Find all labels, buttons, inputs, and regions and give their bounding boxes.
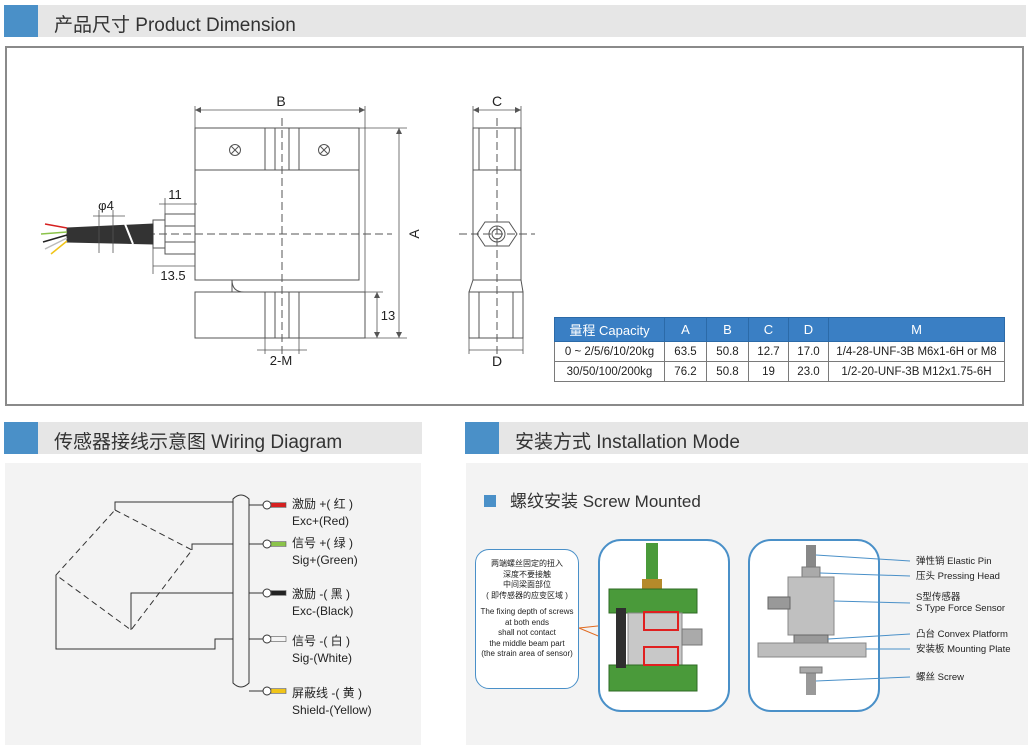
table-cell: 17.0 [788,341,829,362]
note-cn: 两端螺丝固定的扭入 深度不要接触 中间梁面部位 ( 即传感器的应变区域 ) [486,559,568,600]
dim-label-b: B [276,93,285,109]
section-title-wiring: 传感器接线示意图 Wiring Diagram [54,432,343,453]
wire-label-cn: 信号 -( 白 ) [292,634,350,648]
bridge-diagram [55,509,193,631]
wire-terminal-icon [262,686,287,696]
mounting-note: 两端螺丝固定的扭入 深度不要接触 中间梁面部位 ( 即传感器的应变区域 ) Th… [475,549,579,689]
highlight-box [643,611,679,631]
wire-label-cn: 激励 -( 黑 ) [292,587,350,601]
table-cell: 30/50/100/200kg [554,361,665,382]
wire-label-exc-minus: 激励 -( 黑 ) Exc-(Black) [292,586,353,620]
note-en: The fixing depth of screws at both ends … [480,607,574,658]
wire-terminal-icon [262,539,287,549]
assembly-image-frame [748,539,880,712]
spec-header-capacity: 量程 Capacity [554,317,665,342]
screw-mount-image-frame [598,539,730,712]
table-cell: 12.7 [748,341,789,362]
table-cell: 23.0 [788,361,829,382]
screw-mount-illustration [608,543,703,692]
side-view [459,118,535,354]
table-cell: 19 [748,361,789,382]
dimension-panel: B C A D φ4 11 13.5 13 2-M 量程 Capacity A … [5,46,1024,406]
spec-header-m: M [828,317,1005,342]
part-label-s-sensor-cn: S型传感器 [916,592,961,603]
wire-label-en: Exc+(Red) [292,514,350,528]
wire-label-shield: 屏蔽线 -( 黄 ) Shield-(Yellow) [292,685,372,719]
table-cell: 1/4-28-UNF-3B M6x1-6H or M8 [828,341,1005,362]
wire-label-en: Sig+(Green) [292,553,358,567]
wire-label-en: Shield-(Yellow) [292,703,372,717]
header-accent [4,5,38,37]
highlight-box [643,646,679,666]
wire-label-exc-plus: 激励 +( 红 ) Exc+(Red) [292,496,353,530]
dim-label-c: C [492,93,502,109]
table-row: 30/50/100/200kg 76.2 50.8 19 23.0 1/2-20… [554,361,1005,382]
wire-label-en: Sig-(White) [292,651,353,665]
wire-terminal-icon [262,634,287,644]
part-label-s-sensor-en: S Type Force Sensor [916,603,1006,614]
cable [40,223,154,255]
wire-terminal-icon [262,500,287,510]
installation-subtitle: 螺纹安装 Screw Mounted [484,487,701,512]
wire-label-en: Exc-(Black) [292,604,354,618]
spec-header-c: C [748,317,789,342]
part-label-pressing-head: 压头 Pressing Head [916,571,1000,582]
dim-label-13: 13 [381,308,395,323]
spec-header-b: B [706,317,749,342]
wiring-panel: 激励 +( 红 ) Exc+(Red) 信号 +( 绿 ) Sig+(Green… [5,463,421,745]
wire-label-cn: 信号 +( 绿 ) [292,536,354,550]
table-row: 0 ~ 2/5/6/10/20kg 63.5 50.8 12.7 17.0 1/… [554,341,1005,362]
spec-table-header-row: 量程 Capacity A B C D M [554,317,1005,342]
section-header-dimension: 产品尺寸 Product Dimension [4,5,1026,37]
part-label-mounting-plate: 安装板 Mounting Plate [916,644,1011,655]
dim-label-phi4: φ4 [98,198,114,213]
table-cell: 50.8 [706,361,749,382]
table-cell: 1/2-20-UNF-3B M12x1.75-6H [828,361,1005,382]
wire-label-cn: 激励 +( 红 ) [292,497,354,511]
table-cell: 50.8 [706,341,749,362]
wire-label-sig-minus: 信号 -( 白 ) Sig-(White) [292,633,352,667]
table-cell: 63.5 [664,341,707,362]
dim-label-d: D [492,353,502,369]
table-cell: 76.2 [664,361,707,382]
spec-header-d: D [788,317,829,342]
table-cell: 0 ~ 2/5/6/10/20kg [554,341,665,362]
installation-panel: 螺纹安装 Screw Mounted 两端螺丝固定的扭入 深度不要接触 中间梁面… [466,463,1028,745]
section-header-installation: 安装方式 Installation Mode [465,422,1028,454]
header-accent [4,422,38,454]
wire-terminals [262,500,287,696]
dim-label-11: 11 [168,187,182,202]
spec-table: 量程 Capacity A B C D M 0 ~ 2/5/6/10/20kg … [554,317,1005,382]
bullet-square-icon [484,495,496,507]
wire-label-cn: 屏蔽线 -( 黄 ) [292,686,362,700]
header-accent [465,422,499,454]
part-label-convex-platform: 凸台 Convex Platform [916,629,1008,640]
part-label-screw: 螺丝 Screw [916,672,965,683]
dimension-drawing: B C A D φ4 11 13.5 13 2-M [40,93,535,369]
spec-header-a: A [664,317,707,342]
installation-subtitle-text: 螺纹安装 Screw Mounted [510,492,701,511]
section-title-dimension: 产品尺寸 Product Dimension [54,15,296,36]
screw-icon [229,144,241,156]
wire-terminal-icon [262,588,287,598]
front-bottom-block [194,291,366,339]
section-title-installation: 安装方式 Installation Mode [515,432,740,453]
screw-icon [318,144,330,156]
front-view [147,118,392,354]
front-body [194,169,360,281]
dim-label-13-5: 13.5 [160,268,185,283]
dim-label-2m: 2-M [270,353,292,368]
assembly-illustration [757,545,867,695]
section-header-wiring: 传感器接线示意图 Wiring Diagram [4,422,422,454]
part-label-elastic-pin: 弹性销 Elastic Pin [916,556,992,567]
dim-label-a: A [406,229,422,239]
wiring-diagram [55,494,287,696]
wire-label-sig-plus: 信号 +( 绿 ) Sig+(Green) [292,535,358,569]
front-top-block [194,127,360,171]
